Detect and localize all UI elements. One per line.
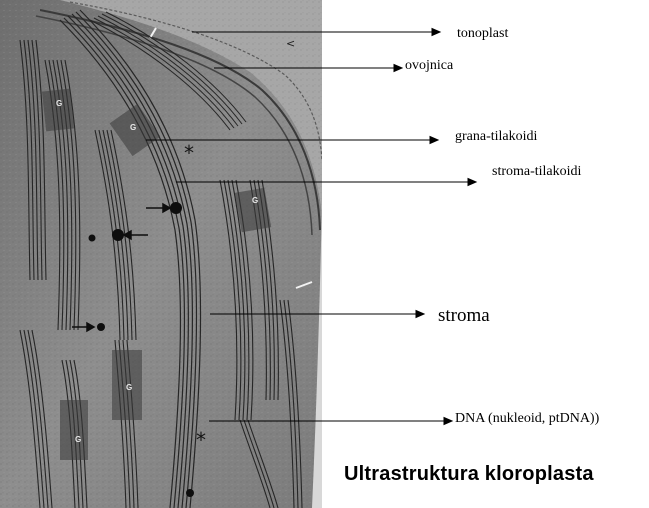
granum-mark: G bbox=[126, 383, 132, 392]
grana-stacks bbox=[41, 88, 272, 460]
granum-mark: G bbox=[252, 196, 258, 205]
label-stroma-thylakoids: stroma-tilakoidi bbox=[492, 164, 582, 179]
chloroplast-envelope bbox=[39, 9, 321, 231]
tem-micrograph: G G G G G * * < bbox=[0, 0, 322, 508]
granum-mark: G bbox=[75, 435, 81, 444]
tonoplast-membrane bbox=[69, 1, 322, 161]
figure-title: Ultrastruktura kloroplasta bbox=[344, 463, 594, 485]
label-grana-thylakoids: grana-tilakoidi bbox=[455, 129, 538, 144]
asterisk-mark: * bbox=[196, 428, 206, 452]
label-stroma: stroma bbox=[438, 305, 490, 326]
label-tonoplast: tonoplast bbox=[457, 26, 509, 41]
thylakoid-membranes bbox=[19, 9, 303, 508]
label-dna: DNA (nukleoid, ptDNA)) bbox=[455, 411, 600, 426]
micrograph-arrows bbox=[72, 202, 172, 333]
plastoglobuli bbox=[88, 202, 194, 497]
asterisk-mark: * bbox=[184, 141, 194, 165]
label-envelope: ovojnica bbox=[405, 58, 454, 73]
granum-mark: G bbox=[130, 123, 136, 132]
caret-mark: < bbox=[286, 37, 295, 50]
granum-mark: G bbox=[56, 99, 62, 108]
